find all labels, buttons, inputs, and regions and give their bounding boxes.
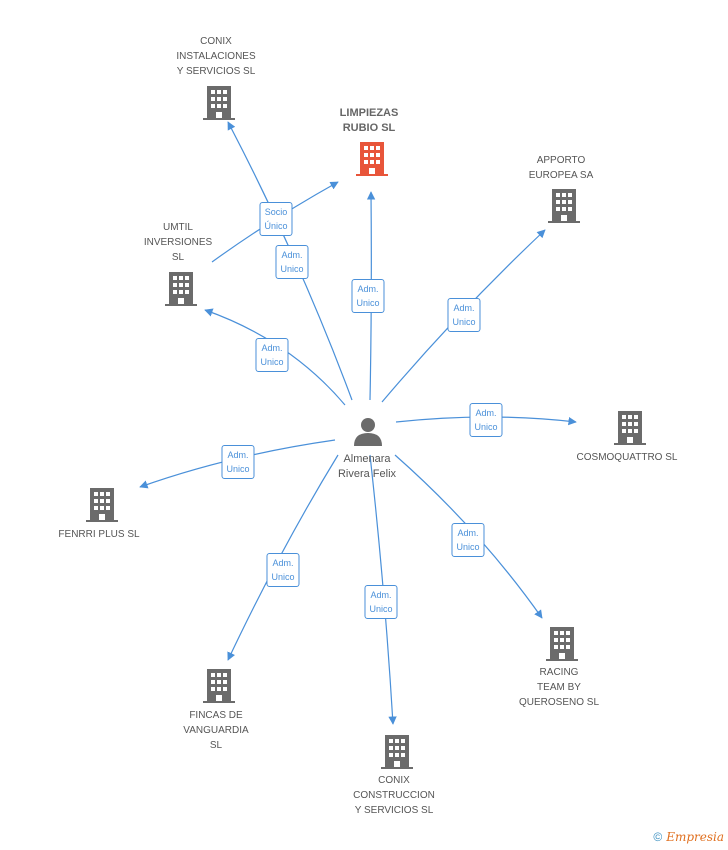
edge-label-umtil-socio[interactable]: Socio Único xyxy=(259,202,293,236)
company-label-fenrri[interactable]: FENRRI PLUS SL xyxy=(58,529,140,540)
company-label-fincas[interactable]: FINCAS DE VANGUARDIA SL xyxy=(183,710,249,751)
company-label-umtil[interactable]: UMTIL INVERSIONES SL xyxy=(143,222,213,263)
empresia-logo[interactable]: Empresia xyxy=(666,830,724,844)
edge-label-fenrri[interactable]: Adm. Unico xyxy=(221,445,255,479)
edge-label-fincas[interactable]: Adm. Unico xyxy=(266,553,300,587)
edge-label-umtil[interactable]: Adm. Unico xyxy=(255,338,289,372)
copyright-symbol: © xyxy=(653,830,663,844)
company-label-cosmoquattro[interactable]: COSMOQUATTRO SL xyxy=(576,452,678,463)
person-icon[interactable] xyxy=(353,416,383,451)
building-icon[interactable] xyxy=(356,142,388,181)
building-icon[interactable] xyxy=(86,488,118,527)
edge-label-limpiezas[interactable]: Adm. Unico xyxy=(351,279,385,313)
company-label-conix-instalaciones[interactable]: CONIX INSTALACIONES Y SERVICIOS SL xyxy=(176,36,256,77)
edge-label-conix-construccion[interactable]: Adm. Unico xyxy=(364,585,398,619)
edge-label-apporto[interactable]: Adm. Unico xyxy=(447,298,481,332)
person-label[interactable]: Almenara Rivera Felix xyxy=(337,453,397,480)
company-label-racing[interactable]: RACING TEAM BY QUEROSENO SL xyxy=(518,667,600,708)
building-icon[interactable] xyxy=(548,189,580,228)
building-icon[interactable] xyxy=(203,669,235,708)
building-icon[interactable] xyxy=(203,86,235,125)
edge-label-cosmoquattro[interactable]: Adm. Unico xyxy=(469,403,503,437)
edge-label-racing[interactable]: Adm. Unico xyxy=(451,523,485,557)
building-icon[interactable] xyxy=(381,735,413,774)
company-label-limpiezas[interactable]: LIMPIEZAS RUBIO SL xyxy=(339,107,399,134)
building-icon[interactable] xyxy=(546,627,578,666)
edge-label-conix-instalaciones[interactable]: Adm. Unico xyxy=(275,245,309,279)
building-icon[interactable] xyxy=(165,272,197,311)
footer-branding: © Empresia xyxy=(653,830,724,844)
company-label-conix-construccion[interactable]: CONIX CONSTRUCCION Y SERVICIOS SL xyxy=(353,775,435,816)
company-label-apporto[interactable]: APPORTO EUROPEA SA xyxy=(528,155,594,181)
building-icon[interactable] xyxy=(614,411,646,450)
